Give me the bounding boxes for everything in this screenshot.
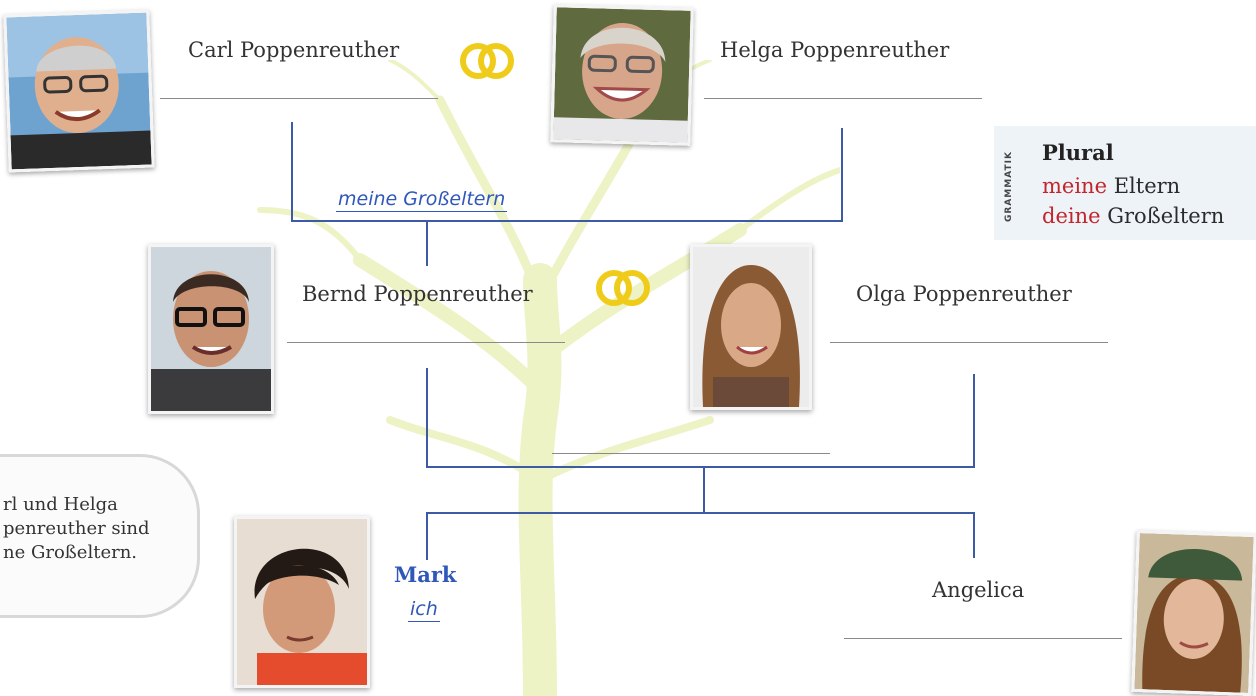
speech-bubble-line: ne Großeltern. [3,542,138,563]
grandfather-answer-blank[interactable] [160,98,438,99]
grandmother-name: Helga Poppenreuther [720,38,950,62]
parents-to-children-connector [703,466,705,514]
photo-grandmother [550,4,694,146]
child-me-name: Mark [394,562,457,587]
parents-left-connector [426,368,428,468]
grammar-box: GRAMMATIK Plural meine Eltern deine Groß… [994,126,1256,240]
grammar-noun: Eltern [1113,174,1181,198]
parents-right-connector [973,374,975,468]
grandparents-relation-answer[interactable]: meine Großeltern [336,188,508,212]
child-left-connector [426,512,428,560]
mother-answer-blank[interactable] [830,342,1108,343]
grammar-row-2: deine Großeltern [1042,204,1224,228]
mother-name: Olga Poppenreuther [856,282,1072,306]
photo-mark [234,516,370,688]
wedding-rings-icon [460,43,514,79]
photo-father [148,244,274,414]
grandmother-answer-blank[interactable] [704,98,982,99]
grammar-tag: GRAMMATIK [1004,151,1014,222]
father-name: Bernd Poppenreuther [302,282,533,306]
grammar-noun: Großeltern [1107,204,1225,228]
parents-horizontal-connector [426,466,975,468]
grammar-determiner: deine [1042,204,1101,228]
grandparents-horizontal-connector [291,220,843,222]
speech-bubble: rl und Helga penreuther sind ne Großelte… [0,454,200,618]
grandfather-name: Carl Poppenreuther [188,38,400,62]
wedding-rings-icon [596,270,650,306]
photo-mother [690,244,812,410]
child-me-answer[interactable]: ich [408,598,440,622]
grandparents-to-parent-connector [426,220,428,266]
grandparents-left-connector [291,122,293,222]
grammar-determiner: meine [1042,174,1108,198]
parents-relation-answer-blank[interactable] [552,453,830,454]
children-horizontal-connector [426,512,975,514]
speech-bubble-line: penreuther sind [3,518,150,539]
father-answer-blank[interactable] [287,342,565,343]
photo-grandfather [3,9,155,173]
grandparents-right-connector [841,128,843,222]
sister-answer-blank[interactable] [844,638,1122,639]
child-right-connector [973,512,975,558]
sister-name: Angelica [932,578,1025,602]
grammar-row-1: meine Eltern [1042,174,1180,198]
grammar-title: Plural [1042,140,1114,165]
speech-bubble-line: rl und Helga [3,494,118,515]
photo-angelica [1131,529,1256,696]
